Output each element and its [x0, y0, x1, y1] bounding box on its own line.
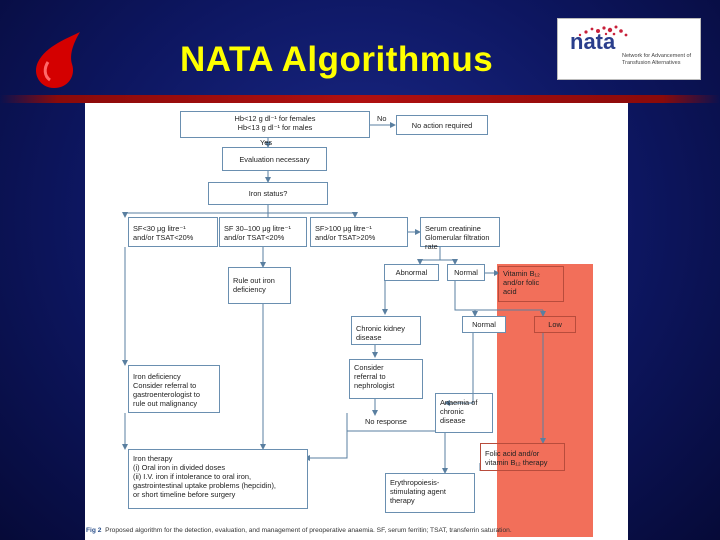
- normal-box: Normal: [447, 264, 485, 281]
- folic-therapy-box: Folic acid and/or vitamin B₁₂ therapy: [480, 443, 565, 471]
- sf-low-box: SF<30 μg litre⁻¹ and/or TSAT<20%: [128, 217, 218, 247]
- nata-logo-icon: [578, 25, 628, 37]
- header-divider: [0, 95, 720, 103]
- nata-logo: nata Network for Advancement of Transfus…: [557, 18, 701, 80]
- creatinine-box: Serum creatinine Glomerular filtration r…: [420, 217, 500, 251]
- rule-out-box: Rule out iron deficiency: [228, 267, 291, 304]
- slide-title: NATA Algorithmus: [180, 40, 494, 79]
- referral-nephro-box: Consider referral to nephrologist: [349, 359, 423, 399]
- iron-status-box: Iron status?: [208, 182, 328, 205]
- flowchart-panel: Hb<12 g dl⁻¹ for females Hb<13 g dl⁻¹ fo…: [85, 103, 628, 540]
- vitamin-box: Vitamin B₁₂ and/or folic acid: [498, 266, 564, 302]
- nata-tagline: Network for Advancement of Transfusion A…: [622, 53, 692, 66]
- yes-label: Yes: [260, 138, 273, 147]
- hb-threshold-box: Hb<12 g dl⁻¹ for females Hb<13 g dl⁻¹ fo…: [180, 111, 370, 138]
- iron-deficiency-box: Iron deficiency Consider referral to gas…: [128, 365, 220, 413]
- evaluation-box: Evaluation necessary: [222, 147, 327, 171]
- esa-box: Erythropoiesis- stimulating agent therap…: [385, 473, 475, 513]
- sf-mid-box: SF 30–100 μg litre⁻¹ and/or TSAT<20%: [219, 217, 307, 247]
- no-label: No: [377, 114, 387, 123]
- ckd-box: Chronic kidney disease: [351, 316, 421, 345]
- nata-wordmark: nata: [570, 29, 616, 54]
- no-action-box: No action required: [396, 115, 488, 135]
- anaemia-chronic-box: Anaemia of chronic disease: [435, 393, 493, 433]
- abnormal-box: Abnormal: [384, 264, 439, 281]
- caption-text: Proposed algorithm for the detection, ev…: [105, 527, 512, 534]
- no-response-label: No response: [365, 417, 407, 426]
- sf-high-box: SF>100 μg litre⁻¹ and/or TSAT>20%: [310, 217, 408, 247]
- figure-caption: Fig 2 Proposed algorithm for the detecti…: [86, 527, 626, 534]
- iron-therapy-box: Iron therapy (i) Oral iron in divided do…: [128, 449, 308, 509]
- normal2-box: Normal: [462, 316, 506, 333]
- low-box: Low: [534, 316, 576, 333]
- flowchart-connectors: [122, 122, 546, 474]
- caption-label: Fig 2: [86, 527, 102, 534]
- blood-drop-icon: [35, 32, 80, 88]
